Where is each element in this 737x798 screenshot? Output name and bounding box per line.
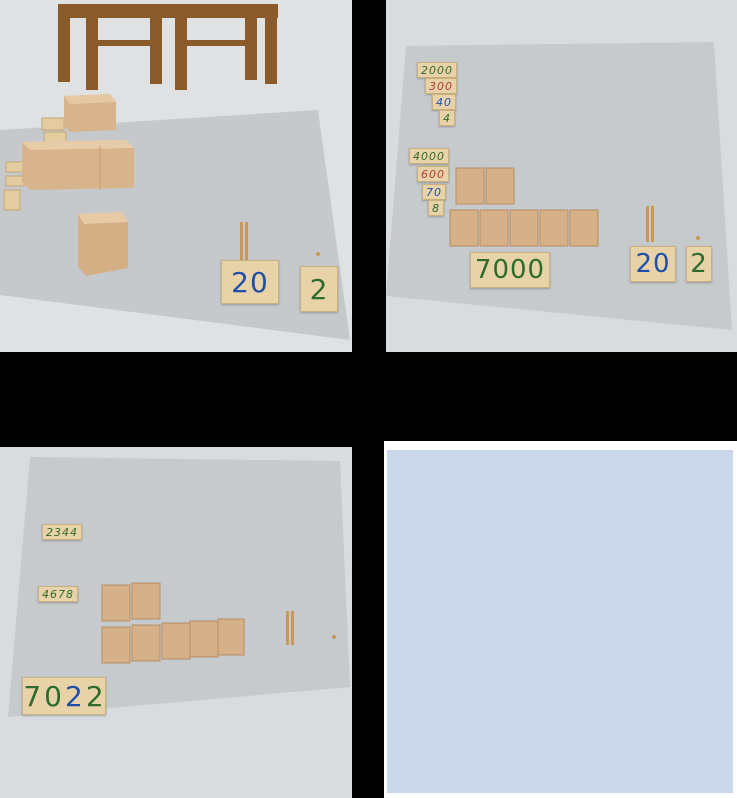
card-2000: 2000 <box>417 62 457 78</box>
card-7022: 7 0 2 2 <box>22 677 106 715</box>
card-2: 2 <box>686 246 712 282</box>
card-40: 40 <box>432 94 456 110</box>
photo-top-right: 2000 300 40 4 4000 600 70 8 7000 20 2 <box>386 0 737 352</box>
card-2344: 2344 <box>42 524 82 540</box>
card-600: 600 <box>417 166 449 182</box>
sum-digit-thousands: 7 <box>23 679 43 713</box>
card-300: 300 <box>425 78 457 94</box>
card-7000: 7000 <box>470 252 550 288</box>
card-4000: 4000 <box>409 148 449 164</box>
thousand-cube-row <box>22 140 134 190</box>
sum-digit-hundreds: 0 <box>44 679 63 713</box>
units-card: 2 <box>300 266 338 312</box>
card-4: 4 <box>439 110 455 126</box>
card-4678: 4678 <box>38 586 78 602</box>
panel-bottom-right <box>384 441 737 798</box>
sum-digit-tens: 2 <box>65 679 84 713</box>
card-70: 70 <box>422 184 446 200</box>
thousand-cube <box>64 94 116 132</box>
thousand-cube <box>78 212 128 276</box>
sum-digit-units: 2 <box>85 679 105 713</box>
scene-bottom-left <box>0 447 352 798</box>
photo-bottom-left: 2344 4678 7 0 2 2 <box>0 447 352 798</box>
tens-card: 20 <box>221 260 279 304</box>
empty-blue-fill <box>387 450 733 793</box>
card-8: 8 <box>428 200 444 216</box>
card-20: 20 <box>630 246 676 282</box>
photo-top-left: 20 2 <box>0 0 352 352</box>
